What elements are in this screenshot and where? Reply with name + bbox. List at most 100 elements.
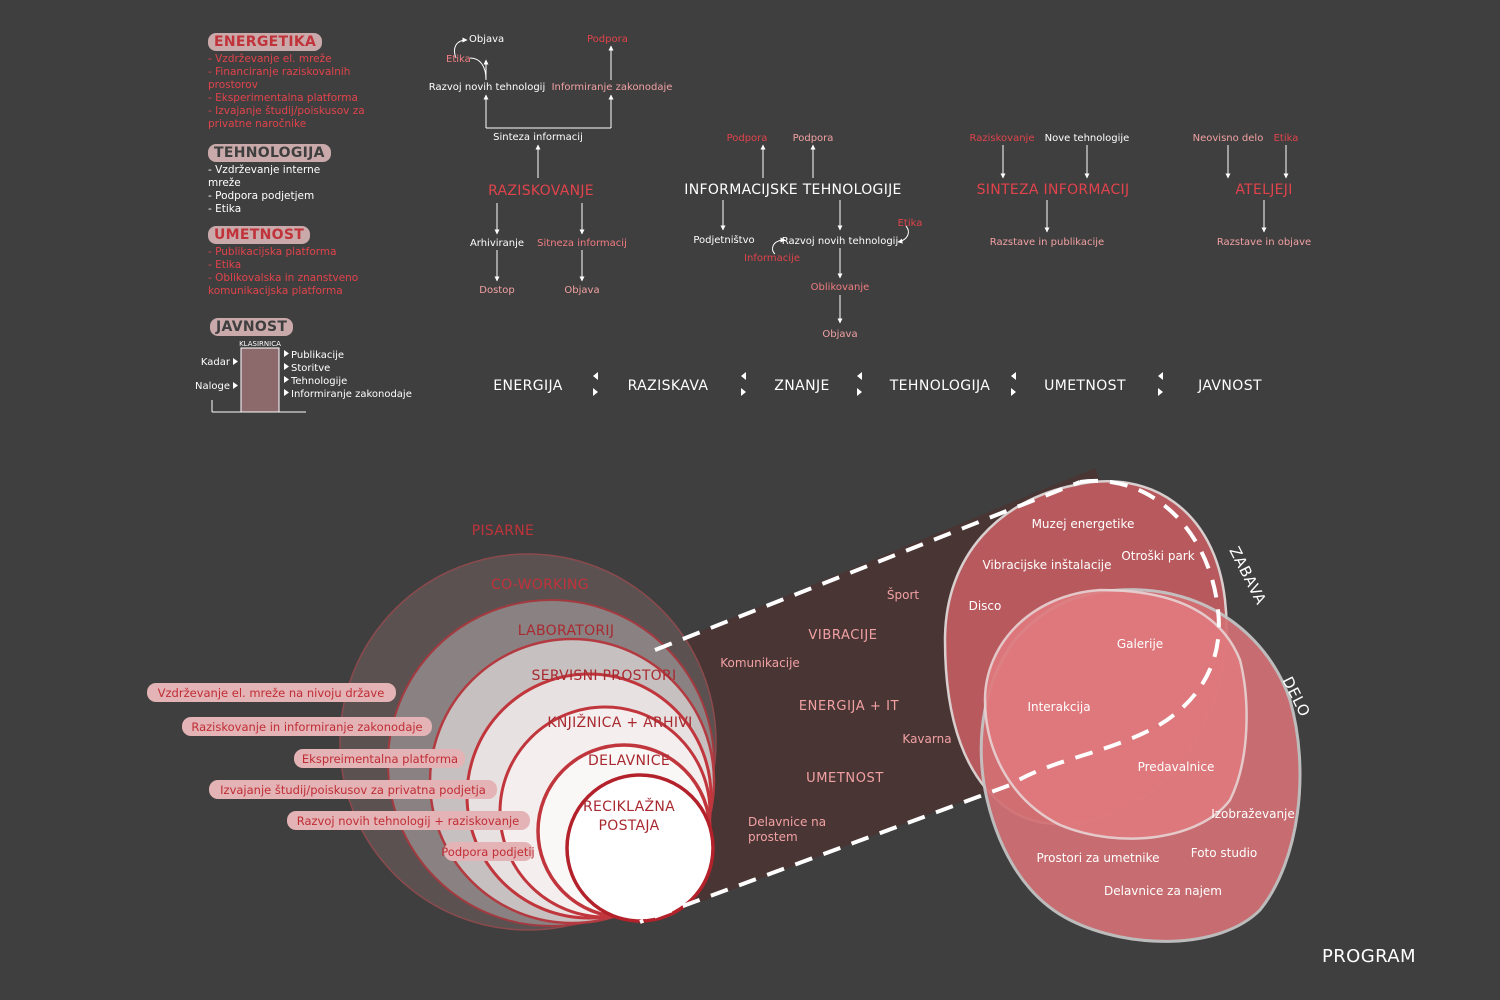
venn-item-muzej: Muzej energetike xyxy=(1032,517,1135,531)
bridge-labels: Šport VIBRACIJE Komunikacije ENERGIJA + … xyxy=(720,587,951,844)
bridge-sport: Šport xyxy=(887,587,920,602)
list-item: - Vzdrževanje el. mreže xyxy=(208,53,332,65)
tree-r-sinteza-right: Sitneza informacij xyxy=(537,238,627,249)
venn-item-izobrazevanje: Izobraževanje xyxy=(1211,807,1295,821)
tree-r-sinteza: Sinteza informacij xyxy=(493,132,583,143)
tree-s-razstave: Razstave in publikacije xyxy=(990,237,1104,248)
bridge-vibracije: VIBRACIJE xyxy=(808,628,877,643)
tree-a-razstave: Razstave in objave xyxy=(1217,237,1311,248)
tree-it-etika: Etika xyxy=(898,218,923,229)
list-item: - Eksperimentalna platforma xyxy=(208,92,358,104)
pill-2: Raziskovanje in informiranje zakonodaje xyxy=(191,720,422,734)
tree-r-dostop: Dostop xyxy=(479,285,514,296)
circle-reciklazna xyxy=(565,773,715,923)
dashed-outline xyxy=(639,478,1221,924)
tree-it-podjetnistvo: Podjetništvo xyxy=(693,234,754,246)
venn-item-delavnice-najem: Delavnice za najem xyxy=(1104,884,1222,898)
circle-label-pisarne: PISARNE xyxy=(472,523,534,539)
output-tehnologije: Tehnologije xyxy=(290,376,347,387)
legend-tehnologija-title: TEHNOLOGIJA xyxy=(208,144,331,162)
tree-it-oblikovanje: Oblikovanje xyxy=(811,282,870,293)
venn-item-prostori: Prostori za umetnike xyxy=(1036,851,1159,865)
list-item: - Publikacijska platforma xyxy=(208,246,337,258)
legend-javnost-title: JAVNOST xyxy=(210,318,294,336)
circle-label-servisni: SERVISNI PROSTORI xyxy=(532,668,677,684)
venn-label-zabava: ZABAVA xyxy=(1225,544,1270,608)
klasirnica-diagram: KLASIRNICA Kadar Naloge Publikacije Stor… xyxy=(195,340,412,413)
pill-list: Vzdrževanje el. mreže na nivoju države R… xyxy=(147,683,535,861)
pill-5: Razvoj novih tehnologij + raziskovanje xyxy=(297,814,520,828)
bridge-energija-it: ENERGIJA + IT xyxy=(799,699,899,714)
pill-1: Vzdrževanje el. mreže na nivoju države xyxy=(158,686,385,700)
list-item: - Etika xyxy=(208,259,242,271)
pill-4: Izvajanje študij/poiskusov za privatna p… xyxy=(220,783,486,797)
seq-umetnost: UMETNOST xyxy=(1044,378,1126,394)
bridge-kavarna: Kavarna xyxy=(902,732,951,746)
tree-r-podpora: Podpora xyxy=(587,34,628,45)
tree-it-podpora1: Podpora xyxy=(727,133,768,144)
legend-tehnologija-list: - Vzdrževanje interne mreže - Podpora po… xyxy=(208,164,333,216)
output-informiranje: Informiranje zakonodaje xyxy=(291,389,412,400)
venn-diagram: Muzej energetike Otroški park Vibracijsk… xyxy=(943,480,1314,943)
pill-6: Podpora podjetij xyxy=(441,845,534,859)
circle-label-laboratorij: LABORATORIJ xyxy=(518,623,615,639)
arrow-icon xyxy=(284,350,289,396)
pill-3: Ekspreimentalna platforma xyxy=(302,752,458,766)
tree-r-objava-bottom: Objava xyxy=(564,285,599,296)
venn-item-galerije: Galerije xyxy=(1117,637,1163,651)
arrow-icon xyxy=(233,358,238,389)
concentric-circles: PISARNE CO-WORKING LABORATORIJ SERVISNI … xyxy=(339,523,717,931)
venn-item-otroski: Otroški park xyxy=(1121,549,1194,563)
footer-program-label: PROGRAM xyxy=(1322,946,1416,967)
seq-javnost: JAVNOST xyxy=(1197,378,1262,394)
tree-raziskovanje xyxy=(453,37,614,282)
seq-znanje: ZNANJE xyxy=(774,378,830,394)
list-item: - Financiranje raziskovalnih prostorov xyxy=(208,66,351,91)
legend-umetnost: UMETNOST - Publikacijska platforma - Eti… xyxy=(208,224,378,298)
klasirnica-label: KLASIRNICA xyxy=(239,340,281,348)
tree-it-razvoj: Razvoj novih tehnologij xyxy=(782,236,898,247)
seq-tehnologija: TEHNOLOGIJA xyxy=(889,378,991,394)
tree-r-arhiviranje: Arhiviranje xyxy=(470,238,524,249)
bridge-delavnice-1: Delavnice na xyxy=(748,815,826,829)
circle-label-delavnice: DELAVNICE xyxy=(588,753,670,769)
arrow-icon xyxy=(857,372,862,396)
tree-it-objava: Objava xyxy=(822,329,857,340)
tree-sinteza xyxy=(1000,145,1090,233)
list-item: - Oblikovalska in znanstveno komunikacij… xyxy=(208,272,359,297)
output-storitve: Storitve xyxy=(291,363,330,374)
circle-label-postaja: POSTAJA xyxy=(599,818,660,834)
list-item: - Izvajanje študij/poiskusov za privatne… xyxy=(208,105,365,130)
tree-a-neovisno: Neovisno delo xyxy=(1193,133,1264,144)
tree-r-etika: Etika xyxy=(446,54,471,65)
venn-item-foto: Foto studio xyxy=(1191,846,1258,860)
bridge-komunikacije: Komunikacije xyxy=(720,656,800,670)
tree-r-objava-top: Objava xyxy=(469,34,504,45)
tree-it-podpora2: Podpora xyxy=(793,133,834,144)
tree-r-razvoj: Razvoj novih tehnologij xyxy=(429,82,545,93)
legend-javnost: JAVNOST xyxy=(210,316,294,336)
circle-label-reciklazna: RECIKLAŽNA xyxy=(583,797,675,815)
legend-energetika: ENERGETIKA - Vzdrževanje el. mreže - Fin… xyxy=(208,31,368,131)
legend-energetika-list: - Vzdrževanje el. mreže - Financiranje r… xyxy=(208,53,368,131)
venn-item-predavalnice: Predavalnice xyxy=(1138,760,1215,774)
tree-it xyxy=(720,144,909,324)
tree-it-informacije: Informacije xyxy=(744,253,800,264)
circle-label-coworking: CO-WORKING xyxy=(491,577,589,593)
list-item: - Podpora podjetjem xyxy=(208,190,315,202)
venn-item-disco: Disco xyxy=(969,599,1002,613)
legend-umetnost-list: - Publikacijska platforma - Etika - Obli… xyxy=(208,246,378,298)
venn-item-interakcija: Interakcija xyxy=(1027,700,1090,714)
sequence-row: ENERGIJA RAZISKAVA ZNANJE TEHNOLOGIJA UM… xyxy=(493,372,1262,396)
arrow-icon xyxy=(1011,372,1016,396)
legend-umetnost-title: UMETNOST xyxy=(208,226,311,244)
list-item: - Etika xyxy=(208,203,242,215)
tree-s-nove: Nove tehnologije xyxy=(1045,133,1130,144)
bridge-delavnice-2: prostem xyxy=(748,830,798,844)
venn-overlap xyxy=(983,588,1248,840)
legend-tehnologija: TEHNOLOGIJA - Vzdrževanje interne mreže … xyxy=(208,142,333,216)
tree-ateljeji xyxy=(1225,145,1289,233)
tree-it-title: INFORMACIJSKE TEHNOLOGIJE xyxy=(684,182,901,198)
circle-label-knjiznica: KNJIŽNICA + ARHIVI xyxy=(547,713,692,731)
